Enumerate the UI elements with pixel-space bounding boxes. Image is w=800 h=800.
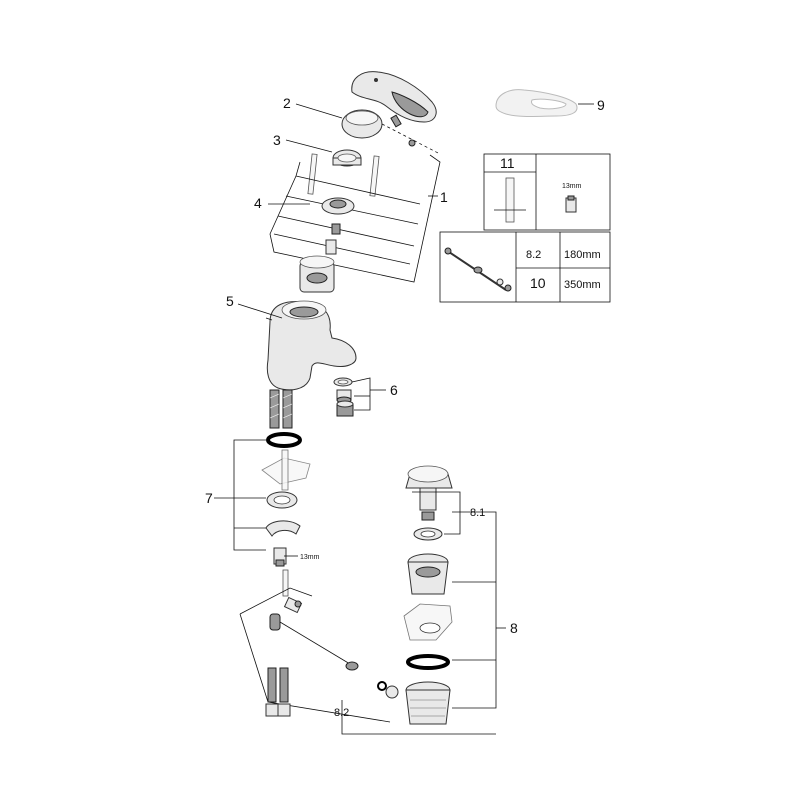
- cartridge-disc: [321, 197, 355, 255]
- rod-length-table: [439, 231, 611, 303]
- aerator-set: [333, 377, 354, 417]
- label-13mm: 13mm: [300, 554, 320, 561]
- cartridge-nut: [332, 149, 362, 167]
- label-part-8: 8: [510, 620, 518, 636]
- mounting-set: [261, 432, 311, 567]
- label-part-4: 4: [254, 195, 262, 211]
- lever-screw: [390, 114, 416, 147]
- rod-table-part-1: 10: [530, 275, 546, 291]
- label-part-7: 7: [205, 490, 213, 506]
- flexible-hoses: [269, 389, 293, 429]
- tool-table-item-11: 11: [500, 155, 515, 171]
- drain-stopper: [405, 465, 453, 541]
- pop-up-rod: [239, 569, 391, 723]
- rod-icon: [444, 247, 512, 292]
- drain-gasket: [403, 603, 453, 641]
- label-part-3: 3: [273, 132, 281, 148]
- label-part-1: 1: [440, 189, 448, 205]
- drain-body: [405, 681, 451, 725]
- drain-oring: [406, 654, 450, 670]
- rod-table-part-0: 8.2: [526, 249, 541, 261]
- label-part-8-1: 8.1: [470, 507, 485, 519]
- tool-table: [483, 153, 611, 231]
- leader-lines: [214, 103, 438, 557]
- rod-seal-parts: [377, 681, 399, 699]
- mounting-studs: [307, 153, 380, 197]
- label-part-2: 2: [283, 95, 291, 111]
- socket-wrench-icon: [565, 195, 577, 213]
- tool-table-wrench-size: 13mm: [562, 183, 582, 190]
- rod-table-length-1: 350mm: [564, 279, 601, 291]
- lever-handle: [351, 71, 437, 123]
- key-tool-icon: [494, 177, 526, 223]
- faucet-body: [266, 300, 357, 391]
- lever-handle-alt-icon: [495, 89, 578, 117]
- label-part-9: 9: [597, 97, 605, 113]
- drain-flange: [407, 553, 449, 595]
- supply-hoses: [265, 667, 291, 717]
- cartridge-bracket: [269, 154, 441, 283]
- label-part-8-2: 8.2: [334, 707, 349, 719]
- dome-cap: [341, 109, 383, 139]
- cartridge-body: [299, 255, 335, 293]
- label-part-6: 6: [390, 382, 398, 398]
- rod-table-length-0: 180mm: [564, 249, 601, 261]
- label-part-5: 5: [226, 293, 234, 309]
